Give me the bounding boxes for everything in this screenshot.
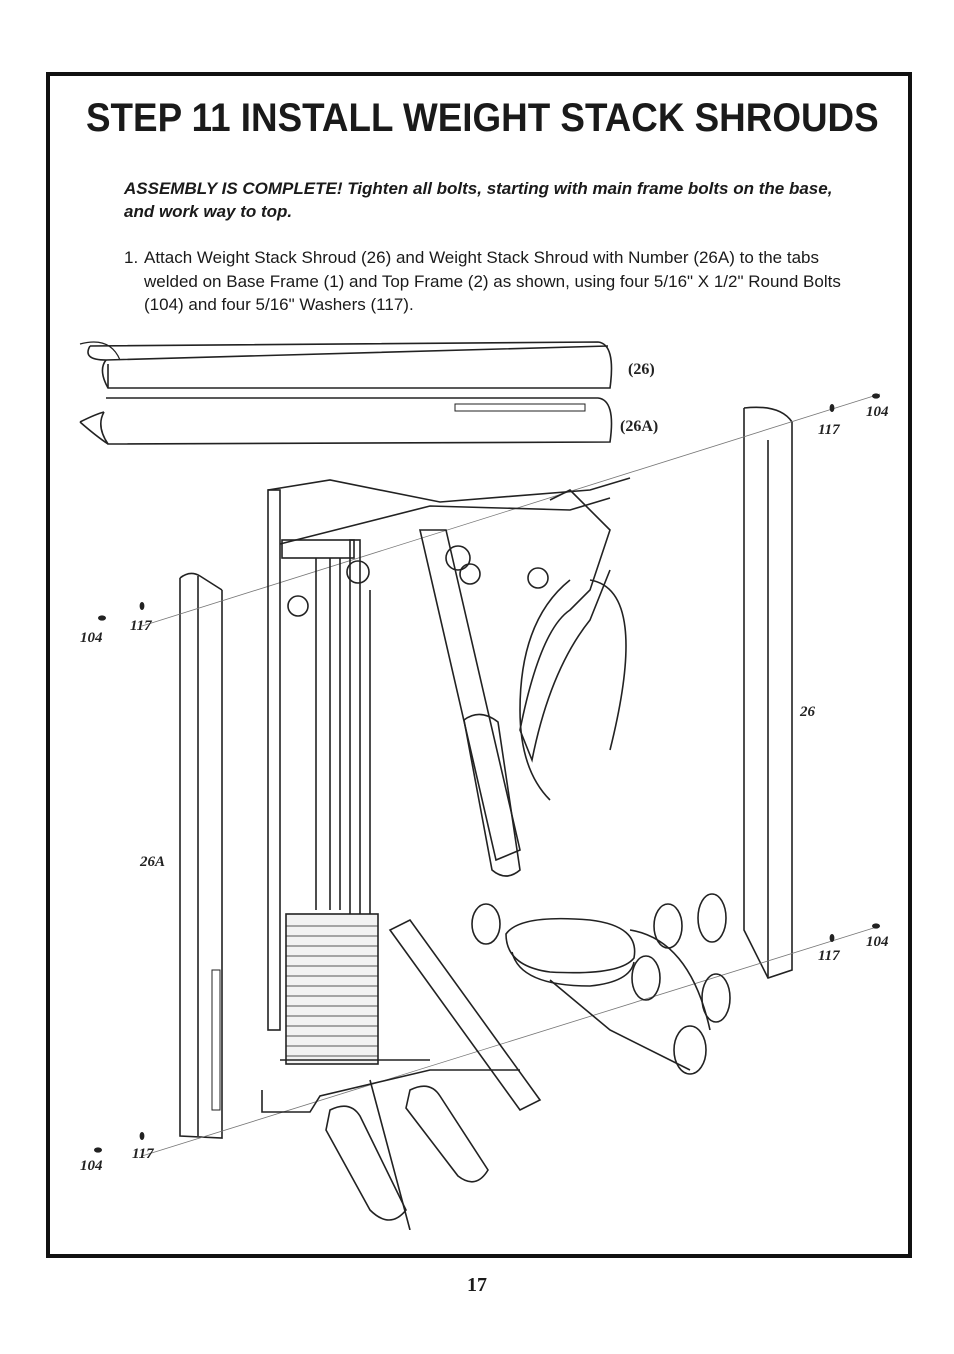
label-washer-117-top-right: 117 — [818, 422, 840, 438]
label-shroud-26: (26) — [628, 361, 655, 378]
shroud-26-drawing — [79, 341, 613, 389]
label-bolt-104-bottom-right: 104 — [866, 934, 889, 950]
label-bolt-104-top-right: 104 — [866, 404, 889, 420]
label-part-26a: 26A — [139, 854, 165, 870]
page-number: 17 — [467, 1274, 487, 1296]
page-title: STEP 11 INSTALL WEIGHT STACK SHROUDS — [86, 96, 879, 140]
instruction-step-1: 1. Attach Weight Stack Shroud (26) and W… — [124, 246, 864, 317]
label-washer-117-top-left: 117 — [130, 618, 152, 634]
shroud-26-vertical — [743, 406, 793, 979]
label-bolt-104-top-left: 104 — [80, 630, 103, 646]
label-part-26: 26 — [799, 704, 816, 720]
label-washer-117-bottom-right: 117 — [818, 948, 840, 964]
label-shroud-26a: (26A) — [620, 418, 658, 435]
assembly-diagram: (26) (26A) 104 117 104 117 26 26A 104 11… — [79, 341, 889, 1230]
instruction-number: 1. — [124, 248, 139, 267]
shroud-26a-drawing — [79, 397, 613, 445]
instruction-text: Attach Weight Stack Shroud (26) and Weig… — [144, 248, 841, 314]
assembly-notice: ASSEMBLY IS COMPLETE! Tighten all bolts,… — [124, 179, 833, 221]
shroud-26a-vertical — [179, 572, 223, 1139]
label-washer-117-bottom-left: 117 — [132, 1146, 154, 1162]
label-bolt-104-bottom-left: 104 — [80, 1158, 103, 1174]
home-gym-drawing — [94, 393, 880, 1230]
page-border — [46, 72, 912, 1258]
hardware-icons — [94, 393, 880, 1153]
